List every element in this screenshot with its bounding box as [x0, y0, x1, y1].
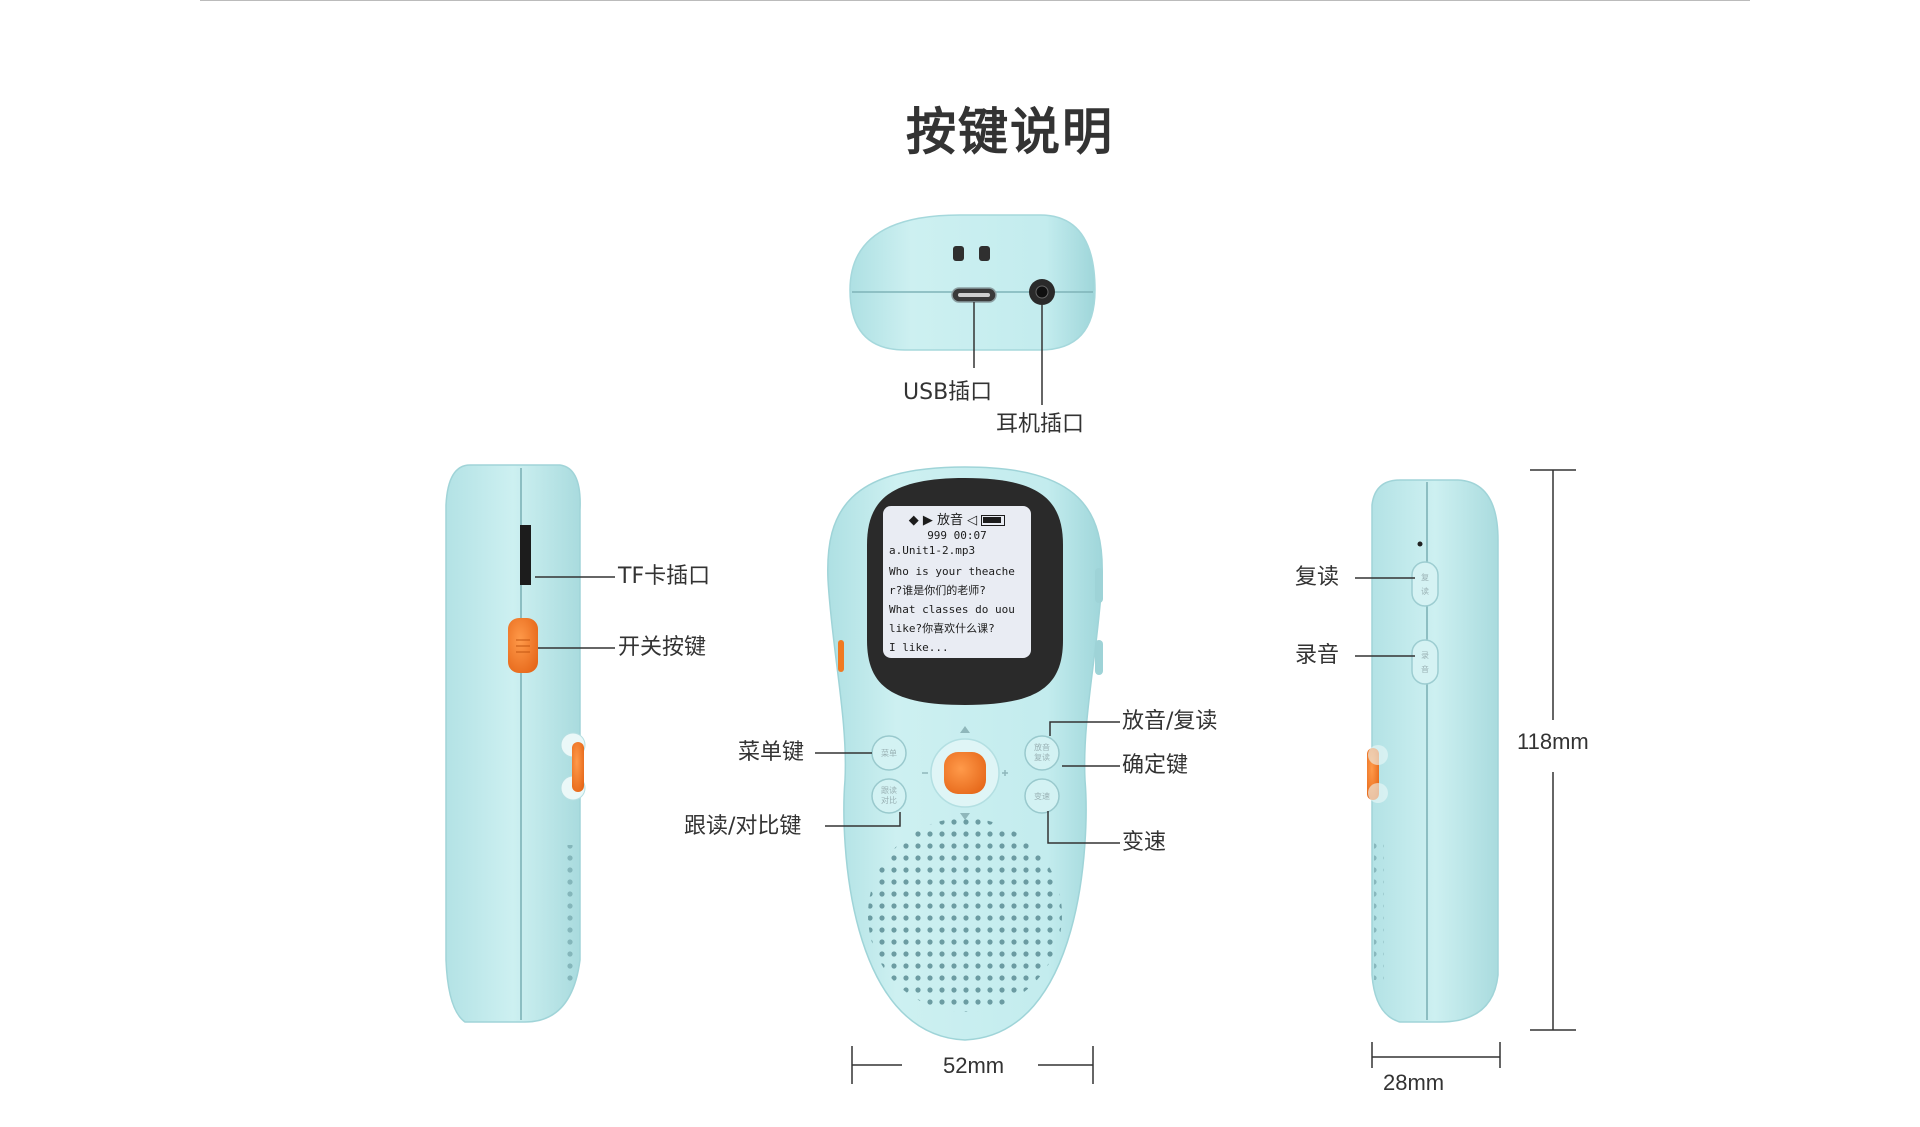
speed-key-text: 变速: [1034, 791, 1050, 801]
speed-key-label: 变速: [1122, 830, 1167, 855]
screen-status-bar: ◆ ▶ 放音 ◁: [883, 509, 1031, 528]
follow-compare-key-label: 跟读/对比键: [684, 814, 802, 839]
compare-key-text: 对比: [881, 795, 897, 805]
right-side-device: 复 读 录 音: [1367, 479, 1499, 1023]
right-record-label: 录音: [1295, 643, 1340, 668]
menu-key-text: 菜单: [881, 748, 897, 758]
play-icon: ▶: [922, 513, 933, 528]
follow-key-text: 跟读: [881, 785, 897, 795]
right-repeat-key-text-1: 复: [1421, 572, 1429, 582]
top-view-device: [849, 214, 1096, 351]
play-key-text: 放音: [1034, 742, 1050, 752]
right-repeat-label: 复读: [1295, 565, 1340, 590]
headphone-jack-label: 耳机插口: [996, 412, 1085, 437]
usb-port-label: USB插口: [903, 380, 993, 405]
battery-icon: [981, 515, 1006, 526]
depth-dimension: 28mm: [1383, 1070, 1445, 1095]
left-side-device: [445, 464, 586, 1023]
device-screen: ◆ ▶ 放音 ◁ 999 00:07 a.Unit1-2.mp3 Who is …: [883, 506, 1031, 658]
screen-time: 999 00:07: [927, 529, 987, 542]
screen-lyrics: Who is your theache r?谁是你们的老师? What clas…: [889, 565, 1015, 654]
rhombus-icon: ◆: [908, 513, 919, 528]
confirm-key-label: 确定键: [1122, 753, 1189, 778]
right-repeat-key-text-2: 读: [1421, 586, 1429, 596]
power-switch-label: 开关按键: [618, 635, 707, 660]
repeat-key-text: 复读: [1034, 752, 1050, 762]
speaker-icon: ◁: [967, 513, 978, 528]
menu-key-label: 菜单键: [738, 740, 805, 765]
depth-dimension-lines: [1371, 1042, 1501, 1068]
play-repeat-key-label: 放音/复读: [1122, 709, 1218, 734]
screen-filename: a.Unit1-2.mp3: [889, 544, 976, 557]
right-record-key-text-1: 录: [1421, 651, 1429, 660]
screen-status-text: 放音: [936, 513, 963, 528]
top-divider: [200, 0, 1750, 1]
tf-slot-label: TF卡插口: [618, 564, 711, 589]
page-title: 按键说明: [906, 103, 1114, 161]
right-record-key-text-2: 音: [1421, 664, 1429, 674]
height-dimension: 118mm: [1517, 729, 1589, 754]
width-dimension: 52mm: [943, 1053, 1005, 1078]
width-dimension-lines: [851, 1046, 1094, 1084]
height-dimension-lines: [1530, 469, 1576, 1031]
